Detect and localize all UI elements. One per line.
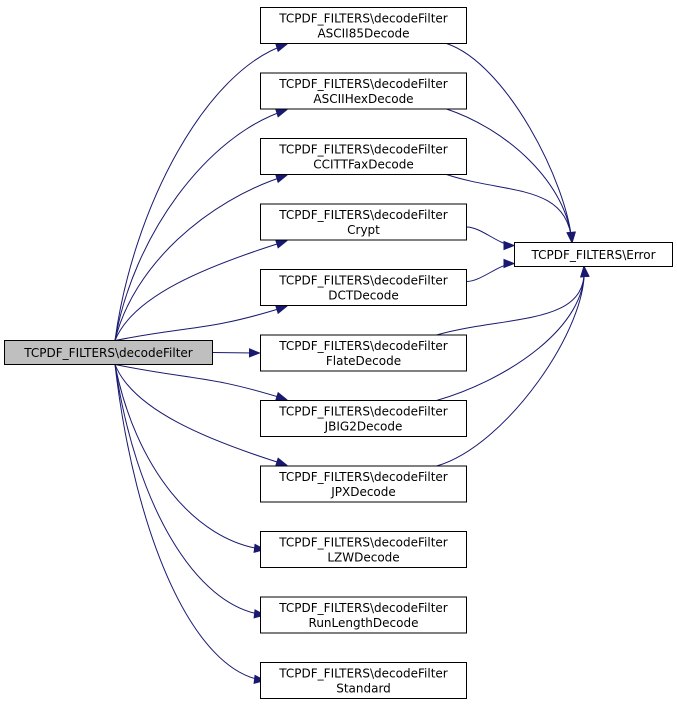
arrowhead-root-to-asciihexdecode [275,108,288,118]
filter-node-runlengthdecode[interactable]: TCPDF_FILTERS\decodeFilterRunLengthDecod… [260,596,467,634]
error-node-box [514,242,673,267]
filter-node-box [260,465,467,503]
edge-root-to-runlengthdecode [114,364,265,616]
filter-node-label-line1: TCPDF_FILTERS\decodeFilter [278,208,447,222]
filter-node-label-line1: TCPDF_FILTERS\decodeFilter [278,77,447,91]
arrowhead-crypt-to-error [503,240,516,251]
edge-ccittfaxdecode-to-error [446,174,573,243]
edge-root-to-crypt [114,240,287,341]
arrowhead-root-to-standard [253,674,266,685]
edge-root-to-dctdecode [114,306,287,341]
edge-jbig2decode-to-error [436,266,585,401]
arrowhead-root-to-runlengthdecode [253,609,266,619]
filter-node-label-line2: DCTDecode [328,289,399,303]
filter-node-label-line2: LZWDecode [327,551,399,565]
edges-layer [114,43,590,685]
edge-root-to-standard [114,364,265,681]
edge-jpxdecode-to-error [436,266,585,467]
filter-node-box [260,531,467,568]
filter-node-box [260,596,467,634]
edge-asciihexdecode-to-error [446,108,573,243]
filter-node-box [260,334,467,372]
arrowhead-ccittfaxdecode-to-error [566,231,576,244]
filter-node-label-line1: TCPDF_FILTERS\decodeFilter [278,536,447,550]
arrowhead-dctdecode-to-error [503,258,516,269]
filter-node-label-line2: ASCIIHexDecode [313,92,413,106]
edge-root-to-asciihexdecode [114,109,287,341]
arrowhead-root-to-lzwdecode [253,543,266,554]
filter-node-box [260,269,467,306]
filter-node-label-line2: JPXDecode [330,485,396,499]
arrowhead-root-to-ascii85decode [275,43,288,53]
edge-root-to-lzwdecode [114,364,265,550]
filter-node-label-line2: CCITTFaxDecode [313,158,414,172]
filter-node-label-line1: TCPDF_FILTERS\decodeFilter [278,143,447,157]
arrowhead-root-to-jpxdecode [275,457,288,467]
edge-root-to-jbig2decode [114,364,287,400]
root-node-label: TCPDF_FILTERS\decodeFilter [23,346,192,360]
edge-root-to-ascii85decode [114,44,287,341]
filter-node-label-line1: TCPDF_FILTERS\decodeFilter [278,470,447,484]
filter-node-box [260,203,467,241]
arrowhead-root-to-flatedecode [248,348,261,358]
arrowhead-jpxdecode-to-error [580,265,590,278]
edge-root-to-ccittfaxdecode [114,175,287,341]
filter-node-box [260,662,467,699]
filter-node-box [260,138,467,175]
filter-node-label-line2: Crypt [347,223,380,237]
root-node[interactable]: TCPDF_FILTERS\decodeFilter [4,340,213,365]
arrowhead-root-to-crypt [275,239,288,249]
arrowhead-root-to-ccittfaxdecode [275,174,288,184]
arrowhead-root-to-jbig2decode [275,391,288,401]
filter-node-label-line2: ASCII85Decode [317,27,409,41]
filter-node-box [260,72,467,110]
filter-node-label-line1: TCPDF_FILTERS\decodeFilter [278,339,447,353]
edge-ascii85decode-to-error [446,43,573,243]
filter-node-label-line1: TCPDF_FILTERS\decodeFilter [278,274,447,288]
filter-node-box [260,7,467,44]
filter-node-label-line2: Standard [336,682,391,696]
error-node[interactable]: TCPDF_FILTERS\Error [514,242,673,267]
filter-node-label-line1: TCPDF_FILTERS\decodeFilter [278,12,447,26]
filter-node-box [260,400,467,437]
root-node-box [4,340,213,365]
edge-root-to-jpxdecode [114,364,287,466]
filter-node-label-line1: TCPDF_FILTERS\decodeFilter [278,667,447,681]
arrowhead-root-to-dctdecode [275,305,288,315]
nodes-layer: TCPDF_FILTERS\decodeFilter TCPDF_FILTERS… [4,7,673,699]
filter-node-label-line1: TCPDF_FILTERS\decodeFilter [278,405,447,419]
error-node-label: TCPDF_FILTERS\Error [530,248,655,262]
filter-node-label-line2: FlateDecode [326,354,401,368]
filter-node-label-line2: RunLengthDecode [309,616,419,630]
edge-flatedecode-to-error [436,266,585,336]
filter-node-label-line2: JBIG2Decode [324,420,403,434]
filter-node-label-line1: TCPDF_FILTERS\decodeFilter [278,601,447,615]
